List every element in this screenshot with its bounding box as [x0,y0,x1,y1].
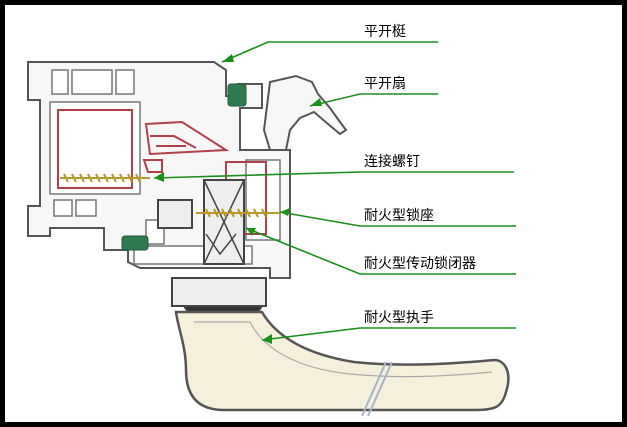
corner-reinforcement [142,120,230,173]
gasket-top [227,83,247,107]
label-casement-sash: 平开扇 [364,76,406,92]
handle-key [361,361,393,417]
lock-cross [203,179,245,265]
label-fireproof-transmission-lock: 耐火型传动锁闭器 [364,256,476,272]
leader-arrows [154,54,322,344]
label-fireproof-handle: 耐火型执手 [364,310,434,326]
leader-lines [153,41,516,341]
gasket-bottom [121,235,149,251]
handle-base [171,277,267,313]
lock-seat-screw [196,208,280,218]
handle [174,310,510,412]
sash-profile [262,74,348,151]
connecting-screw [60,173,150,183]
label-fireproof-lock-seat: 耐火型锁座 [364,208,434,224]
label-casement-frame: 平开梃 [364,24,406,40]
reinforcement-left [57,109,133,189]
handle-inner-line [194,321,493,378]
label-connecting-screw: 连接螺钉 [364,154,420,170]
